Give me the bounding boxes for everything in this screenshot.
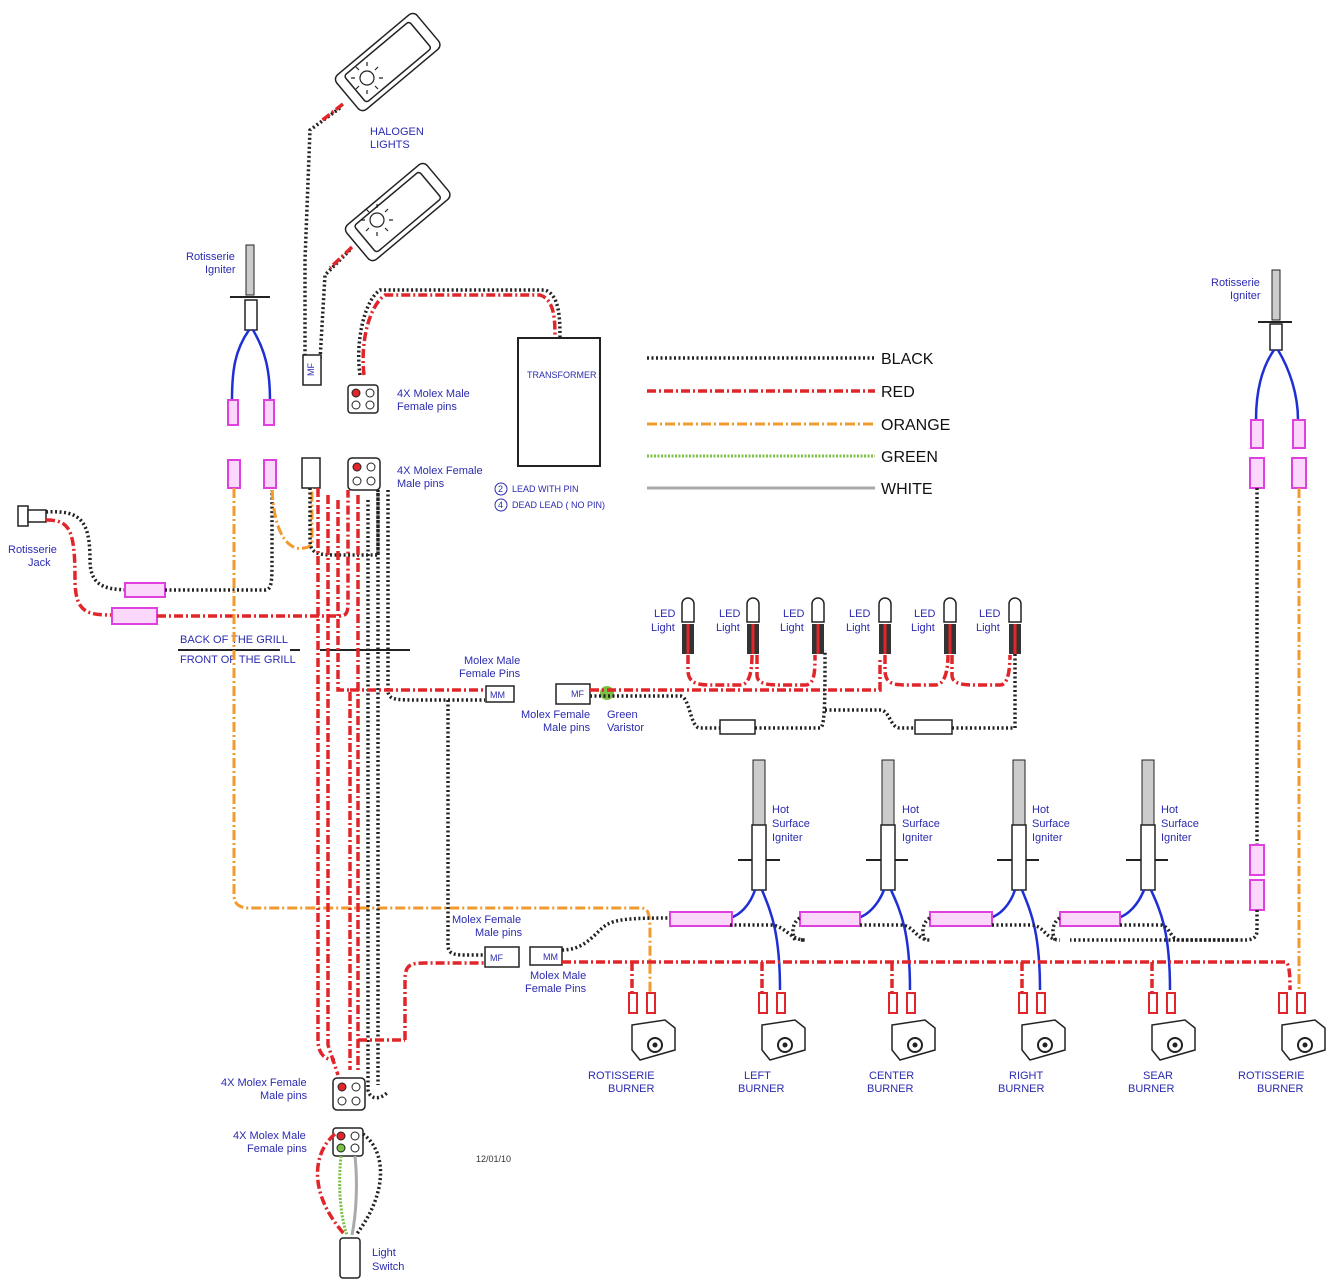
- hot-surface-igniter-3: [929, 759, 1042, 991]
- sun-icon: [361, 204, 393, 236]
- legend-item-orange: ORANGE: [647, 417, 950, 434]
- legend-item-red: RED: [647, 384, 915, 401]
- light-switch-label: Light Switch: [372, 1247, 404, 1273]
- svg-text:WHITE: WHITE: [881, 481, 933, 498]
- inline-resistor: [914, 719, 953, 735]
- svg-text:MF: MF: [490, 953, 503, 963]
- svg-text:BLACK: BLACK: [881, 351, 934, 368]
- date-label: 12/01/10: [476, 1154, 511, 1164]
- svg-text:DEAD LEAD ( NO PIN): DEAD LEAD ( NO PIN): [512, 500, 605, 510]
- halogen-mate-connector: [301, 457, 321, 489]
- svg-text:RED: RED: [881, 384, 915, 401]
- molex-mf-connector-upper: MF: [555, 683, 591, 705]
- pink-connector: [227, 459, 241, 489]
- rotisserie-igniter-right: [1249, 269, 1307, 489]
- svg-text:LEAD WITH PIN: LEAD WITH PIN: [512, 484, 579, 494]
- rotisserie-jack-label: Rotisserie Jack: [8, 544, 60, 569]
- burner-valve-right: [1018, 992, 1066, 1061]
- pink-connector: [1249, 879, 1265, 911]
- molex-mm-connector-upper: MM: [485, 685, 515, 703]
- svg-text:2: 2: [498, 484, 503, 494]
- led-light-6: [1008, 597, 1022, 654]
- pink-connector: [1249, 844, 1265, 876]
- green-varistor-label: Green Varistor: [607, 709, 644, 734]
- rotisserie-jack: [17, 505, 47, 527]
- svg-text:GREEN: GREEN: [881, 449, 938, 466]
- burner-valve-sear: [1148, 992, 1196, 1061]
- hot-surface-igniter-1: [669, 759, 782, 991]
- pink-connector: [263, 459, 277, 489]
- led-light-5: [943, 597, 957, 654]
- halogen-label: HALOGEN LIGHTS: [370, 126, 427, 151]
- legend: BLACK RED ORANGE GREEN WHITE: [647, 351, 950, 498]
- rotisserie-igniter-label-right: Rotisserie Igniter: [1211, 277, 1263, 302]
- molex-4x-female-upper: [347, 457, 381, 491]
- led-light-3: [811, 597, 825, 654]
- molex-4x-male-upper-label: 4X Molex Male Female pins: [397, 388, 473, 413]
- front-of-grill-label: FRONT OF THE GRILL: [180, 654, 296, 666]
- molex-female-male-pins-label-lower: Molex Female Male pins: [452, 914, 524, 939]
- burner-valve-rotisserie-left: [628, 992, 676, 1061]
- sun-icon: [351, 62, 383, 94]
- light-switch: [339, 1237, 361, 1279]
- green-varistor: [600, 686, 614, 700]
- molex-female-male-pins-label-upper: Molex Female Male pins: [521, 709, 593, 734]
- svg-text:MF: MF: [306, 363, 316, 376]
- led-light-2: [746, 597, 760, 654]
- legend-item-black: BLACK: [647, 351, 934, 368]
- molex-4x-male-lower-label: 4X Molex Male Female pins: [233, 1130, 309, 1155]
- svg-text:TRANSFORMER: TRANSFORMER: [527, 370, 597, 380]
- halogen-light-1: [334, 12, 441, 112]
- rotisserie-igniter-left: [227, 244, 275, 426]
- burner-valve-rotisserie-right: [1278, 992, 1326, 1061]
- legend-item-white: WHITE: [647, 481, 933, 498]
- molex-4x-female-lower-label: 4X Molex Female Male pins: [221, 1077, 310, 1102]
- molex-4x-male-upper: [347, 384, 379, 414]
- rotisserie-igniter-label-left: Rotisserie Igniter: [186, 251, 238, 276]
- molex-male-female-pins-label-lower: Molex Male Female Pins: [525, 970, 589, 995]
- molex-4x-male-lower: [332, 1127, 364, 1157]
- burner-valve-center: [888, 992, 936, 1061]
- led-light-1: [681, 597, 695, 654]
- molex-4x-female-lower: [332, 1077, 366, 1111]
- svg-text:ORANGE: ORANGE: [881, 417, 950, 434]
- legend-item-green: GREEN: [647, 449, 938, 466]
- svg-text:MM: MM: [490, 690, 505, 700]
- molex-4x-female-upper-label: 4X Molex Female Male pins: [397, 465, 486, 490]
- halogen-connector: [302, 354, 322, 386]
- hot-surface-igniter-4: [1059, 759, 1172, 991]
- molex-mf-connector-lower: MF: [484, 946, 520, 968]
- lead-notes: 2 LEAD WITH PIN 4 DEAD LEAD ( NO PIN): [494, 482, 605, 512]
- inline-resistor: [719, 719, 756, 735]
- svg-text:MM: MM: [543, 952, 558, 962]
- transformer: TRANSFORMER: [517, 337, 601, 467]
- halogen-light-2: [344, 162, 451, 262]
- svg-text:MF: MF: [571, 689, 584, 699]
- svg-text:4: 4: [498, 500, 503, 510]
- hot-surface-igniter-2: [799, 759, 912, 991]
- molex-mm-connector-lower: MM: [529, 946, 563, 966]
- molex-male-female-pins-label-upper: Molex Male Female Pins: [459, 655, 523, 680]
- burner-valve-left: [758, 992, 806, 1061]
- led-light-4: [878, 597, 892, 654]
